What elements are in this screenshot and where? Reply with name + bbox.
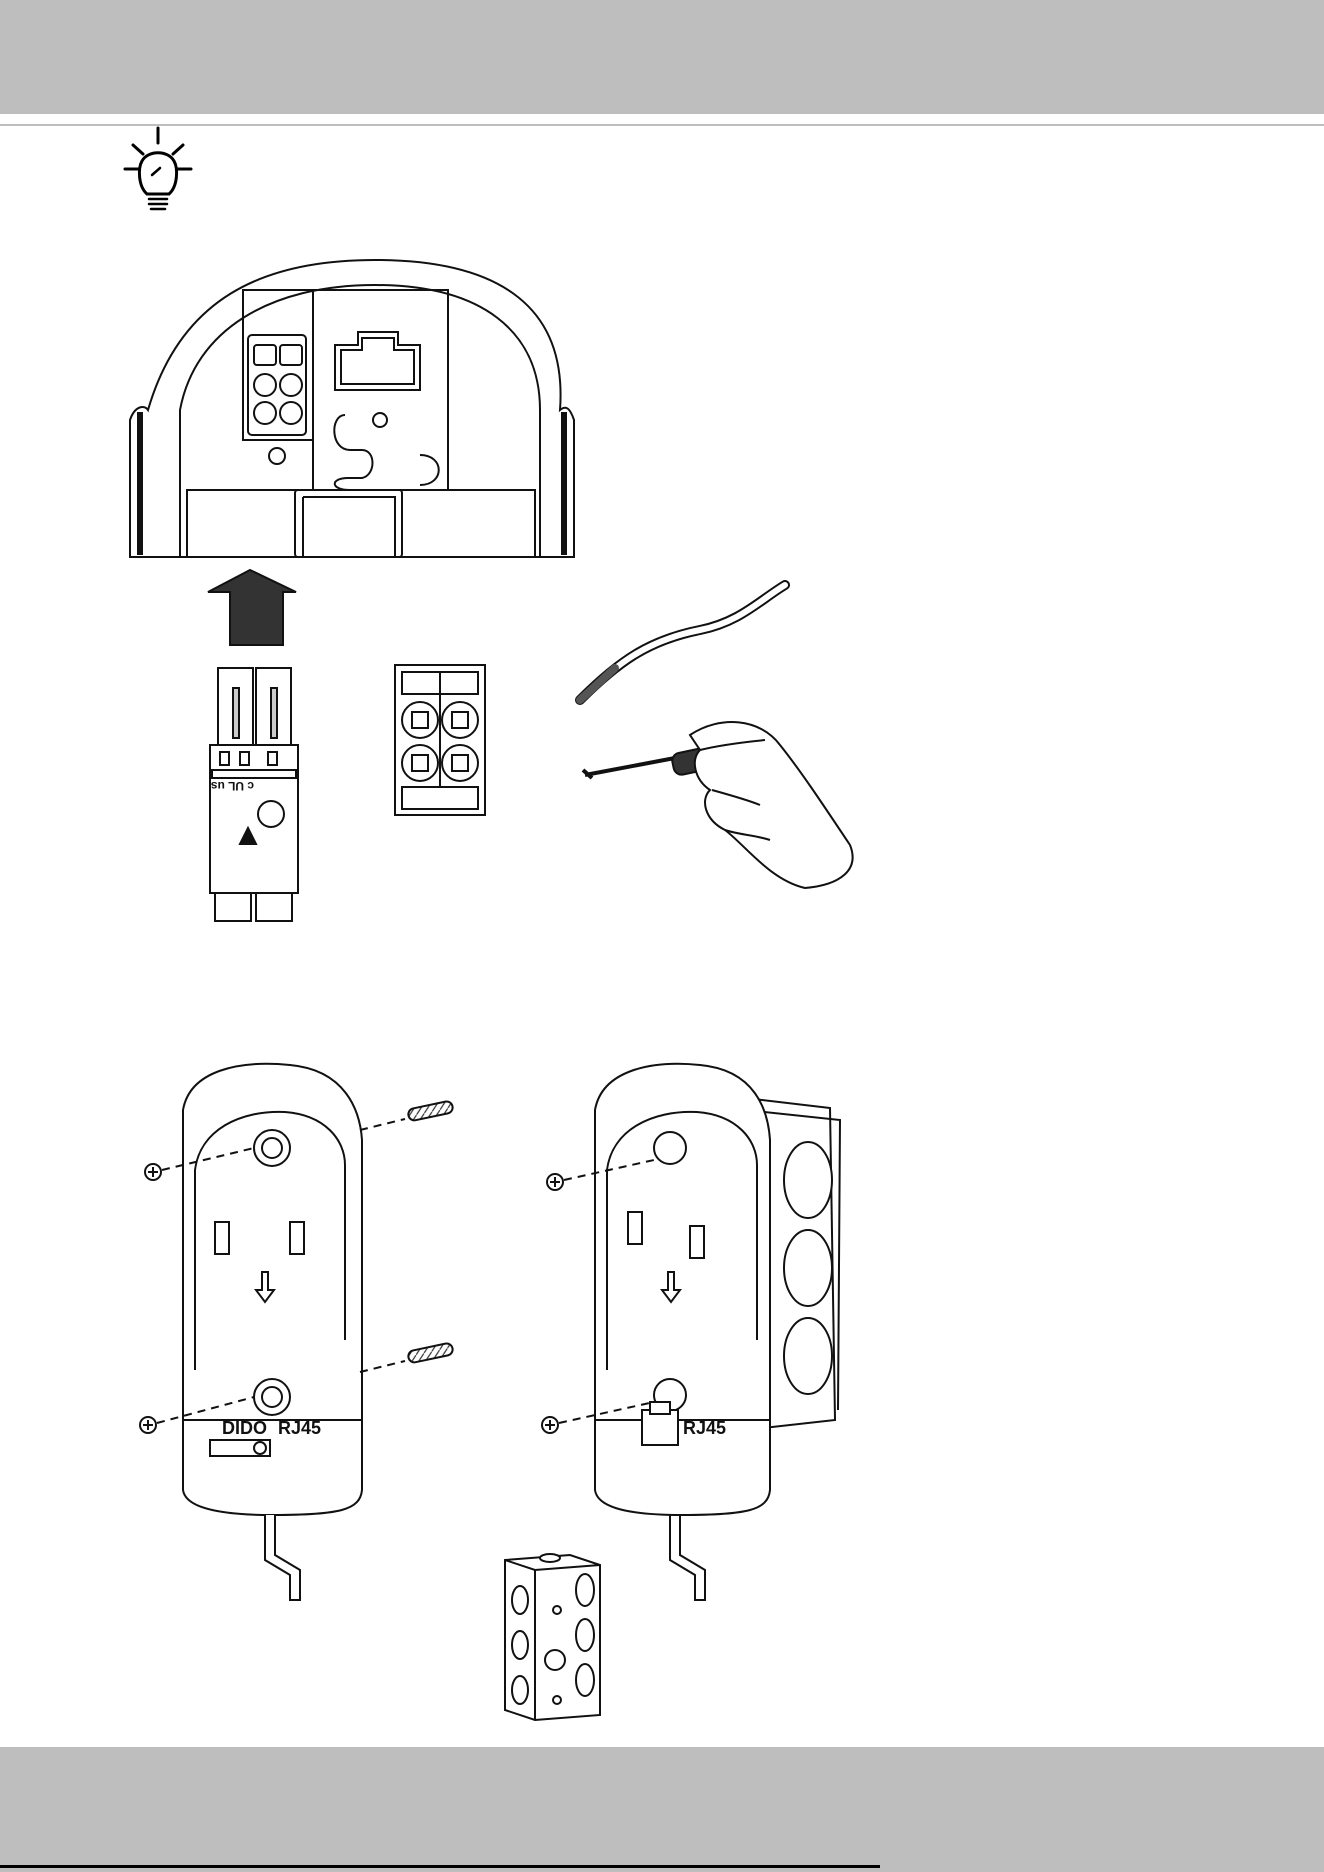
wall-mount-plate [183,1064,362,1600]
footer-rule [0,1865,880,1868]
screw-icon [140,1164,161,1433]
ul-mark: c UL us [211,779,254,793]
page-footer-band [0,1747,1324,1872]
screw-icon [542,1174,563,1433]
rj45-label-right: RJ45 [683,1418,726,1438]
dido-label: DIDO [222,1418,267,1438]
screwdriver-hand [583,722,853,888]
rj45-label-left: RJ45 [278,1418,321,1438]
lightbulb-icon [125,128,191,209]
camera-base-rear-view [130,260,574,557]
wall-mount-plate-with-box [595,1064,840,1600]
wall-anchor-bottom [407,1342,454,1363]
wall-anchor-top [407,1100,454,1121]
terminal-block-front [395,665,485,815]
terminal-block-plug [210,668,298,921]
up-arrow-icon [208,570,296,645]
wire [580,585,785,700]
electrical-junction-box [505,1554,600,1720]
